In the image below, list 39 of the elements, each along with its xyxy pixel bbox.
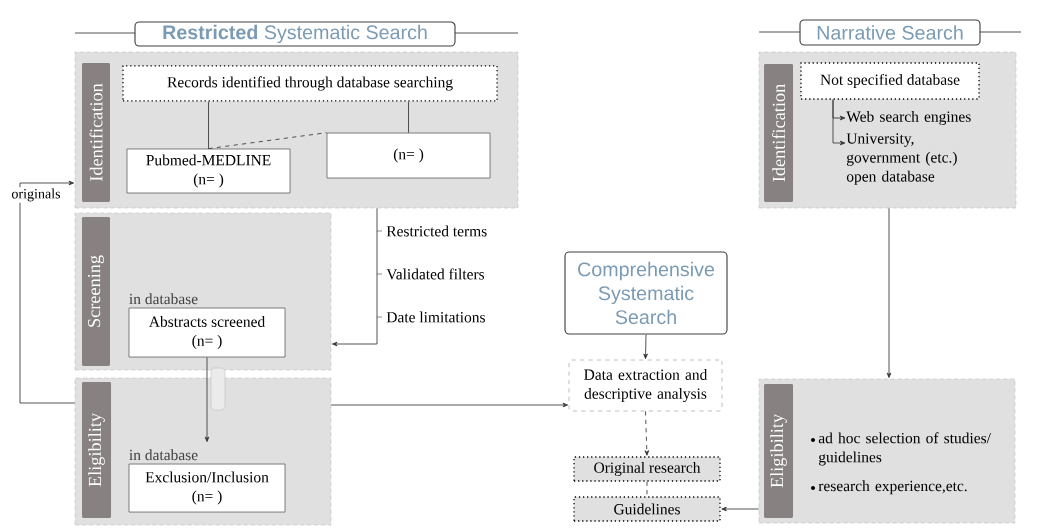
section-title: Narrative Search	[799, 19, 981, 46]
stage-label: Eligibility	[82, 382, 111, 518]
source-box: Records identified through database searching	[122, 65, 498, 102]
count-box: (n= )	[326, 132, 491, 179]
box-caption: in database	[129, 449, 198, 461]
arrow	[332, 207, 378, 347]
count-box: Pubmed-MEDLINE (n= )	[126, 148, 291, 194]
arrow	[643, 334, 648, 360]
output-box: Original research	[573, 456, 721, 482]
box-caption: in database	[129, 293, 198, 305]
connector	[208, 101, 209, 150]
arrow	[204, 356, 210, 442]
stage-label: Screening	[82, 217, 110, 367]
stage-label: Identification	[82, 63, 110, 202]
process-box: Data extraction and descriptive analysis	[568, 359, 723, 412]
filter-note: Restricted terms	[376, 225, 487, 237]
filter-note: Validated filters	[376, 268, 485, 280]
arrow	[19, 180, 76, 404]
output-box: Guidelines	[573, 496, 721, 522]
source-box: Not specified database	[800, 62, 980, 100]
bullet-item: ad hoc selection of studies/ guidelines	[811, 432, 991, 466]
edge-label: originals	[10, 187, 62, 203]
source-item: Web search engines	[846, 111, 971, 126]
method-box: Comprehensive Systematic Search	[564, 251, 728, 335]
stage-label: Identification	[764, 64, 793, 202]
source-item: University, government (etc.) open database	[846, 133, 957, 185]
arrow	[330, 402, 568, 408]
connector	[646, 481, 648, 497]
arrow	[832, 99, 846, 146]
count-box: Abstracts screened (n= )	[128, 307, 286, 358]
count-box: Exclusion/Inclusion (n= )	[128, 463, 286, 513]
arrow	[886, 207, 892, 378]
connector	[408, 101, 409, 134]
arrow	[644, 410, 650, 456]
bullet-item: research experience,etc.	[811, 480, 967, 495]
arrow	[721, 506, 760, 512]
section-title: Restricted Systematic Search	[134, 21, 456, 47]
stage-label: Eligibility	[764, 384, 793, 518]
filter-note: Date limitations	[376, 311, 485, 323]
